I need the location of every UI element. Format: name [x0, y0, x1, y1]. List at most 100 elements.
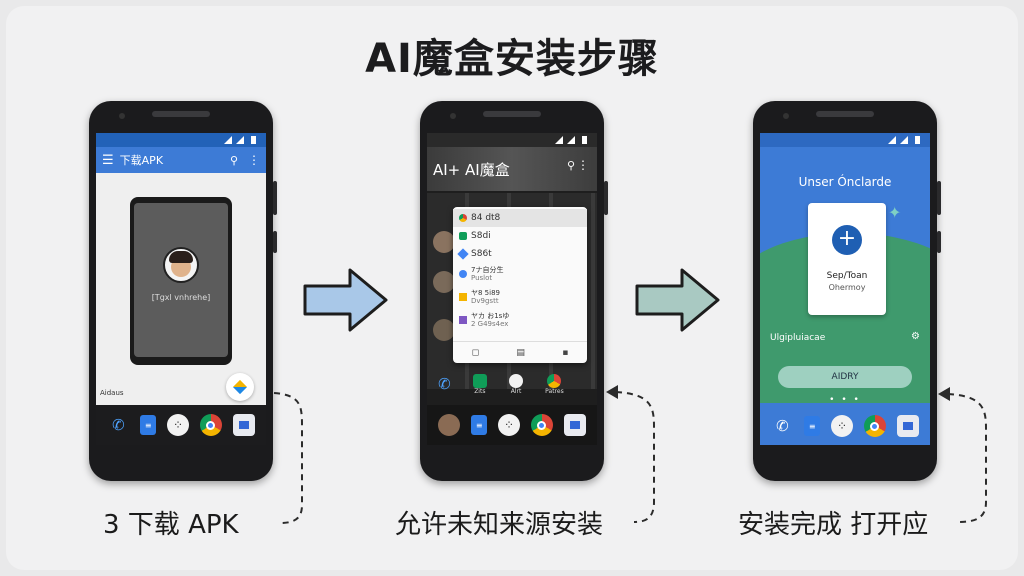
app-zits[interactable]: Zits	[472, 373, 487, 395]
blue-diamond-icon	[457, 247, 469, 260]
popup-actions: ◻ ▤ ▪	[453, 341, 587, 363]
install-card: + Sep/Toan Ohermoy	[808, 203, 886, 315]
popup-item-label: S8di	[471, 230, 491, 241]
green-app-icon	[459, 231, 467, 240]
app-bar-title: 下载APK	[119, 154, 164, 167]
dialog-label: [Tgxl vnhrehe]	[151, 293, 211, 302]
phone3-screen: Unser Ónclarde ✦ + Sep/Toan Ohermoy Ulgi…	[760, 133, 930, 445]
app-alrt[interactable]: Alrt	[509, 373, 523, 395]
more-vert-icon[interactable]: ⋮	[577, 158, 589, 172]
phone-step-3: Unser Ónclarde ✦ + Sep/Toan Ohermoy Ulgi…	[753, 101, 941, 481]
camera-app-icon[interactable]	[232, 414, 255, 436]
right-arrow-icon	[635, 268, 720, 332]
popup-item[interactable]: S86t	[457, 247, 509, 260]
search-icon[interactable]: ⚲	[229, 153, 238, 167]
home-icon[interactable]: ▤	[516, 347, 525, 358]
popup-item[interactable]: ヤ8 5i89 Dv9gstt	[459, 288, 509, 306]
dashed-connector	[273, 392, 303, 524]
apps-drawer-icon[interactable]: ⁘	[166, 414, 189, 436]
setting-row-label: Ulgipluiacae	[770, 333, 826, 343]
messages-app-icon[interactable]: ≡	[140, 415, 157, 435]
popup-highlight-row	[453, 209, 587, 227]
more-vert-icon[interactable]: ⋮	[248, 153, 260, 167]
apps-drawer-icon	[509, 373, 523, 388]
chrome-icon	[459, 213, 467, 222]
avatar	[163, 247, 199, 283]
wifi-icon	[567, 136, 575, 144]
messages-app-icon[interactable]: ≡	[471, 415, 488, 435]
folder-icon	[459, 293, 467, 301]
speaker-grille	[483, 111, 541, 117]
popup-item-code: 7ナ自分生	[471, 266, 504, 274]
phone-app-icon[interactable]: ✆	[112, 416, 125, 434]
app-patres[interactable]: Patres	[545, 373, 564, 395]
fab-button[interactable]	[226, 373, 254, 401]
contact-avatar	[433, 231, 455, 253]
caption-step-2: 允许未知来源安装	[395, 510, 604, 540]
header-title: AI+ AI魔盒	[433, 161, 510, 179]
download-dialog: [Tgxl vnhrehe]	[130, 197, 232, 365]
popup-item[interactable]: ヤカ お1sゆ 2 G49s4ex	[459, 311, 509, 329]
chrome-app-icon[interactable]	[530, 414, 553, 436]
messages-app-icon[interactable]: ≡	[804, 416, 821, 436]
open-button[interactable]: AIDRY	[778, 366, 912, 388]
battery-icon	[582, 136, 587, 144]
back-icon[interactable]: ◻	[471, 347, 480, 358]
volume-button	[273, 181, 277, 215]
status-bar	[427, 133, 597, 147]
contact-avatar	[433, 319, 455, 341]
camera-app-icon[interactable]	[896, 415, 919, 437]
apps-drawer-icon[interactable]: ⁘	[497, 414, 520, 436]
popup-item-label: Puslot	[471, 274, 493, 282]
page-indicator: • • •	[829, 395, 861, 405]
menu-icon[interactable]: ☰	[102, 152, 114, 168]
chrome-app-icon[interactable]	[199, 414, 222, 436]
apps-drawer-icon[interactable]: ⁘	[830, 415, 853, 437]
chrome-app-icon	[547, 373, 562, 388]
page-title: AI魔盒安装步骤	[365, 36, 659, 82]
power-button	[937, 231, 941, 253]
app-dock: ≡ ⁘	[427, 405, 597, 445]
globe-icon	[459, 270, 467, 278]
popup-item[interactable]: S8di	[459, 229, 509, 242]
phone-app-icon[interactable]: ✆	[438, 375, 451, 393]
app-row: ✆ Zits Alrt Patres	[427, 369, 597, 399]
front-camera	[119, 113, 125, 119]
screen-heading: Unser Ónclarde	[798, 175, 892, 189]
files-icon	[459, 316, 467, 324]
popup-item-label: Dv9gstt	[471, 297, 499, 305]
signal-icon	[224, 136, 232, 144]
settings-gear-icon[interactable]: ⚙	[911, 331, 920, 342]
avatar-hair	[169, 251, 193, 263]
popup-item[interactable]: 7ナ自分生 Puslot	[459, 265, 509, 283]
status-bar	[760, 133, 930, 147]
phone2-screen: AI+ AI魔盒 ⚲ ⋮ 84 dt8 S8di S	[427, 133, 597, 445]
popup-item-label: S86t	[471, 248, 492, 259]
speaker-grille	[816, 111, 874, 117]
battery-icon	[251, 136, 256, 144]
phone-step-2: AI+ AI魔盒 ⚲ ⋮ 84 dt8 S8di S	[420, 101, 608, 481]
wifi-icon	[900, 136, 908, 144]
search-icon[interactable]: ⚲	[566, 159, 575, 172]
close-icon[interactable]: ▪	[562, 347, 569, 358]
battery-icon	[915, 136, 920, 144]
play-store-icon	[232, 379, 248, 395]
card-subtitle: Ohermoy	[828, 283, 866, 292]
contact-avatar	[433, 271, 455, 293]
caption-step-3: 安装完成 打开应	[738, 510, 929, 540]
phone1-screen: ☰ 下载APK ⚲ ⋮ [Tgxl vnhrehe] Aidaus ✆ ≡ ⁘	[96, 133, 266, 445]
speaker-grille	[152, 111, 210, 117]
volume-button	[937, 181, 941, 215]
phone-app-icon[interactable]: ✆	[776, 417, 789, 435]
wifi-icon	[236, 136, 244, 144]
add-icon[interactable]: +	[832, 225, 862, 255]
signal-icon	[888, 136, 896, 144]
app-label: Zits	[474, 387, 486, 395]
chrome-app-icon[interactable]	[863, 415, 886, 437]
popup-item[interactable]: 84 dt8	[459, 211, 509, 224]
contact-avatar[interactable]	[438, 414, 461, 436]
camera-app-icon[interactable]	[563, 414, 586, 436]
popup-item-code: ヤカ お1sゆ	[471, 312, 510, 320]
power-button	[273, 231, 277, 253]
sparkle-icon: ✦	[888, 203, 902, 222]
